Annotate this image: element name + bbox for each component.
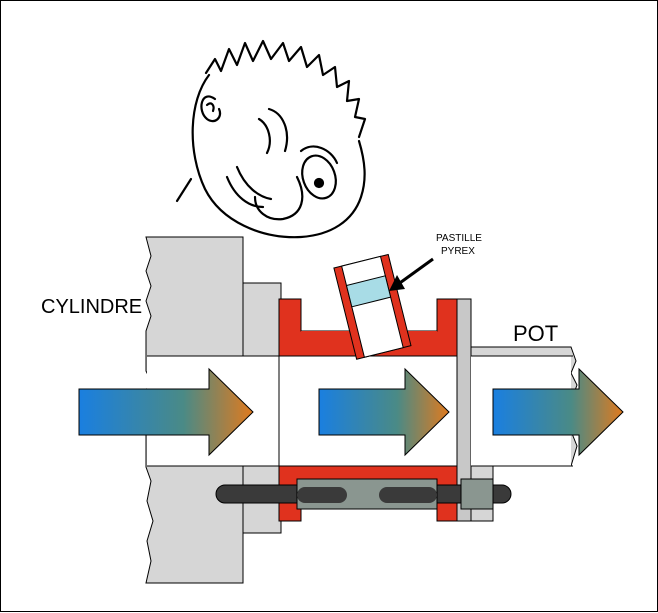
pyrex-pointer [396, 257, 434, 287]
flow-arrow-icon [318, 367, 450, 457]
pot-label: POT [513, 321, 558, 346]
flow-arrow-icon [78, 367, 254, 457]
pyrex-label-line2: PYREX [441, 246, 475, 257]
observer-face-icon [175, 39, 367, 239]
pyrex-window [333, 253, 412, 360]
flow-arrow-icon [492, 367, 624, 457]
pyrex-glass [345, 275, 392, 308]
cylinder-label: CYLINDRE [41, 296, 142, 318]
pyrex-label-line1: PASTILLE [436, 233, 482, 244]
